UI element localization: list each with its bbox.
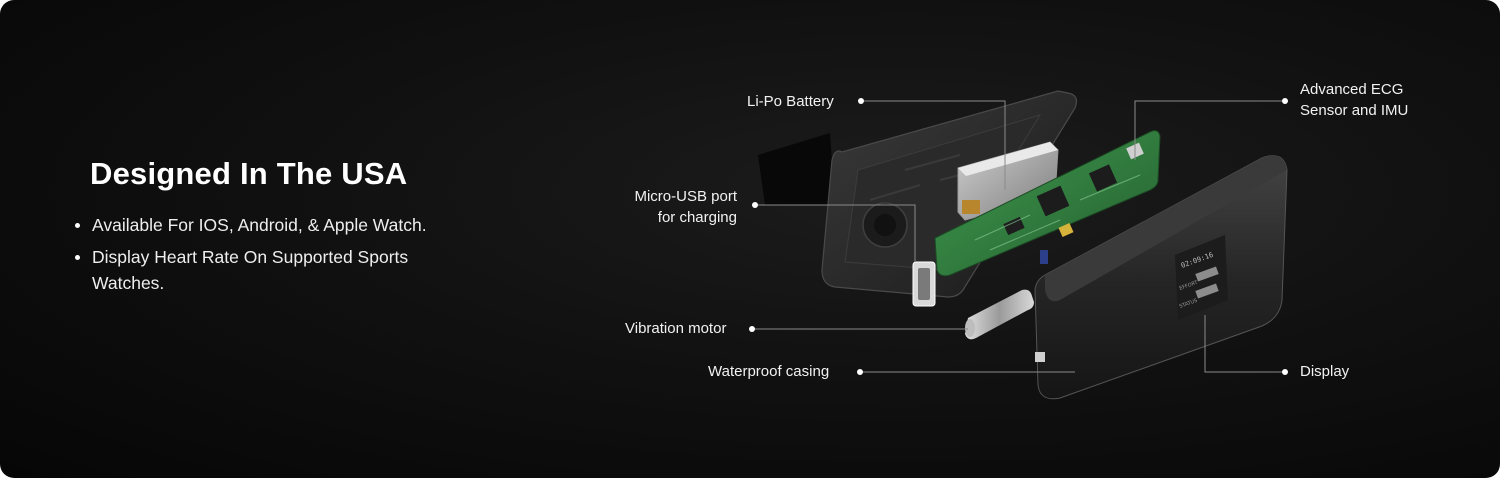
label-battery: Li-Po Battery: [747, 93, 834, 110]
back-plate: [758, 90, 1078, 298]
label-usb-line2: for charging: [657, 209, 737, 226]
feature-list-item: Display Heart Rate On Supported Sports W…: [72, 244, 472, 296]
label-display: Display: [1300, 363, 1350, 380]
leader-lines: [753, 100, 1285, 373]
label-motor-dot-icon: [749, 326, 755, 332]
label-waterproof-casing: Waterproof casing: [708, 363, 830, 380]
usb-leader-line: [757, 204, 916, 262]
vibration-motor-component: [965, 289, 1034, 340]
feature-list-item: Available For IOS, Android, & Apple Watc…: [72, 212, 472, 238]
label-ecg-dot-icon: [1282, 98, 1288, 104]
display-leader-line: [1204, 315, 1285, 373]
battery-leader-line: [862, 100, 1006, 190]
feature-list: Available For IOS, Android, & Apple Watc…: [72, 212, 472, 302]
label-usb-line1: Micro-USB port: [634, 188, 737, 205]
usb-port-component: [912, 261, 936, 307]
label-usb-port: Micro-USB port for charging: [600, 186, 737, 228]
label-battery-dot-icon: [858, 98, 864, 104]
label-ecg-line1: Advanced ECG: [1300, 81, 1404, 98]
waterproof-casing: 02:09:16 EFFORT STATUS: [1034, 155, 1288, 400]
bullet-dot-icon: [75, 255, 80, 260]
feature-text: Display Heart Rate On Supported Sports W…: [92, 247, 409, 293]
label-ecg-line2: Sensor and IMU: [1300, 102, 1409, 119]
feature-text: Available For IOS, Android, & Apple Watc…: [92, 215, 427, 235]
label-usb-dot-icon: [752, 202, 758, 208]
section-headline: Designed In The USA: [90, 156, 408, 191]
bullet-dot-icon: [75, 223, 80, 228]
circuit-board: [934, 130, 1161, 277]
label-casing-dot-icon: [857, 369, 863, 375]
label-display-dot-icon: [1282, 369, 1288, 375]
label-vibration-motor: Vibration motor: [625, 320, 727, 337]
ecg-leader-line: [1134, 100, 1285, 160]
label-ecg-sensor: Advanced ECG Sensor and IMU: [1300, 79, 1408, 121]
